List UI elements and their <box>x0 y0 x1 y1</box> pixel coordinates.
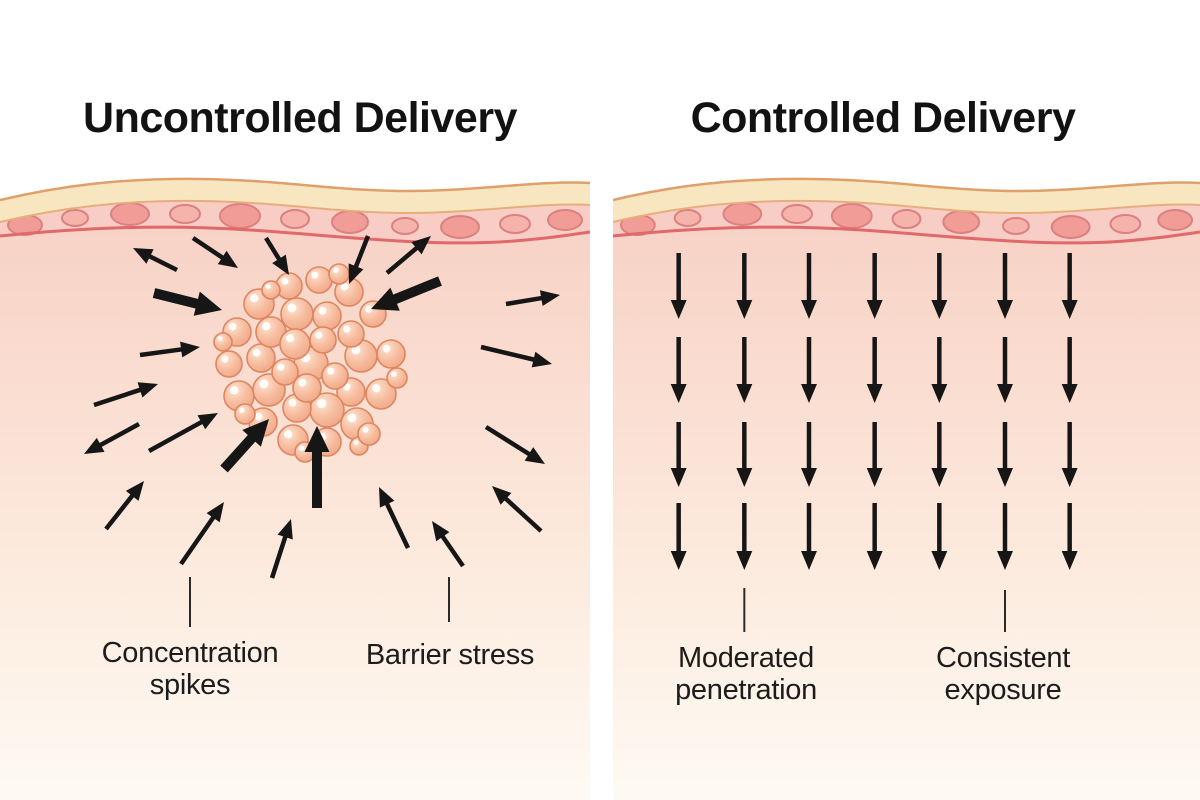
skin-cell <box>331 210 369 234</box>
skin-cell <box>830 203 873 229</box>
arrow <box>801 253 817 319</box>
skin-cell <box>891 209 922 229</box>
arrow <box>139 341 200 358</box>
arrow <box>379 487 411 549</box>
arrow <box>480 344 552 368</box>
arrow <box>484 425 545 464</box>
arrow <box>670 503 687 570</box>
skin-cell <box>391 217 419 235</box>
arrow <box>670 337 687 403</box>
basement-membrane-line <box>613 225 1200 245</box>
arrow <box>147 413 218 453</box>
arrow <box>997 503 1013 570</box>
uniform-penetration-arrows <box>670 253 1078 570</box>
arrow <box>931 337 948 403</box>
arrow <box>736 337 753 403</box>
arrow <box>152 288 222 316</box>
arrow <box>801 503 817 570</box>
arrow <box>866 503 883 570</box>
arrow <box>866 253 883 319</box>
skin-cell <box>722 202 763 226</box>
arrow <box>931 253 948 319</box>
skin-cell <box>673 209 702 227</box>
arrow <box>84 422 141 454</box>
skin-cell <box>499 214 531 234</box>
skin-cell <box>1002 217 1030 235</box>
skin-cell <box>61 209 89 227</box>
arrow <box>801 422 817 487</box>
arrow <box>801 337 817 403</box>
skin-cell <box>280 209 310 229</box>
arrow <box>736 253 753 319</box>
skin-cell <box>547 209 583 231</box>
skin-cell <box>1157 209 1194 231</box>
right-panel-title: Controlled Delivery <box>690 94 1076 142</box>
arrow <box>269 519 293 579</box>
arrow <box>736 422 753 487</box>
skin-cross-section <box>613 177 1200 800</box>
skin-cell <box>219 203 261 229</box>
arrow <box>1061 337 1078 403</box>
arrow <box>93 382 158 408</box>
arrow <box>931 422 948 487</box>
arrow <box>997 422 1013 487</box>
arrow <box>264 236 289 275</box>
arrow <box>997 337 1013 403</box>
arrow <box>931 503 948 570</box>
chaotic-diffusion-arrows <box>84 235 560 579</box>
diagram-label: Barrier stress <box>365 639 535 671</box>
skin-cell <box>440 215 480 239</box>
arrow <box>432 521 465 568</box>
left-panel-title: Uncontrolled Delivery <box>83 94 517 142</box>
arrow <box>348 235 371 284</box>
arrow <box>492 486 543 533</box>
arrow <box>1061 503 1078 570</box>
arrow <box>670 253 687 319</box>
skin-cell <box>1050 215 1091 239</box>
skin-cross-section <box>0 177 590 800</box>
skin-cell <box>781 204 813 224</box>
arrow <box>385 236 431 275</box>
arrow <box>1061 253 1078 319</box>
skin-cell <box>1109 214 1142 234</box>
arrow <box>191 236 238 268</box>
arrow <box>505 290 560 307</box>
skin-cell-band <box>619 202 1194 239</box>
arrow <box>1061 422 1078 487</box>
arrow <box>670 422 687 487</box>
skin-cell <box>110 202 150 226</box>
arrow <box>104 481 144 531</box>
arrow <box>866 337 883 403</box>
arrow <box>866 422 883 487</box>
arrow <box>179 502 224 566</box>
arrow <box>736 503 753 570</box>
panel-divider <box>590 172 613 800</box>
arrow <box>997 253 1013 319</box>
arrow <box>220 419 269 473</box>
basement-membrane-line <box>0 225 590 245</box>
arrow <box>133 248 179 273</box>
skin-cell <box>169 204 201 224</box>
arrow <box>304 426 330 508</box>
skin-cell <box>942 210 981 234</box>
arrow <box>371 276 442 311</box>
